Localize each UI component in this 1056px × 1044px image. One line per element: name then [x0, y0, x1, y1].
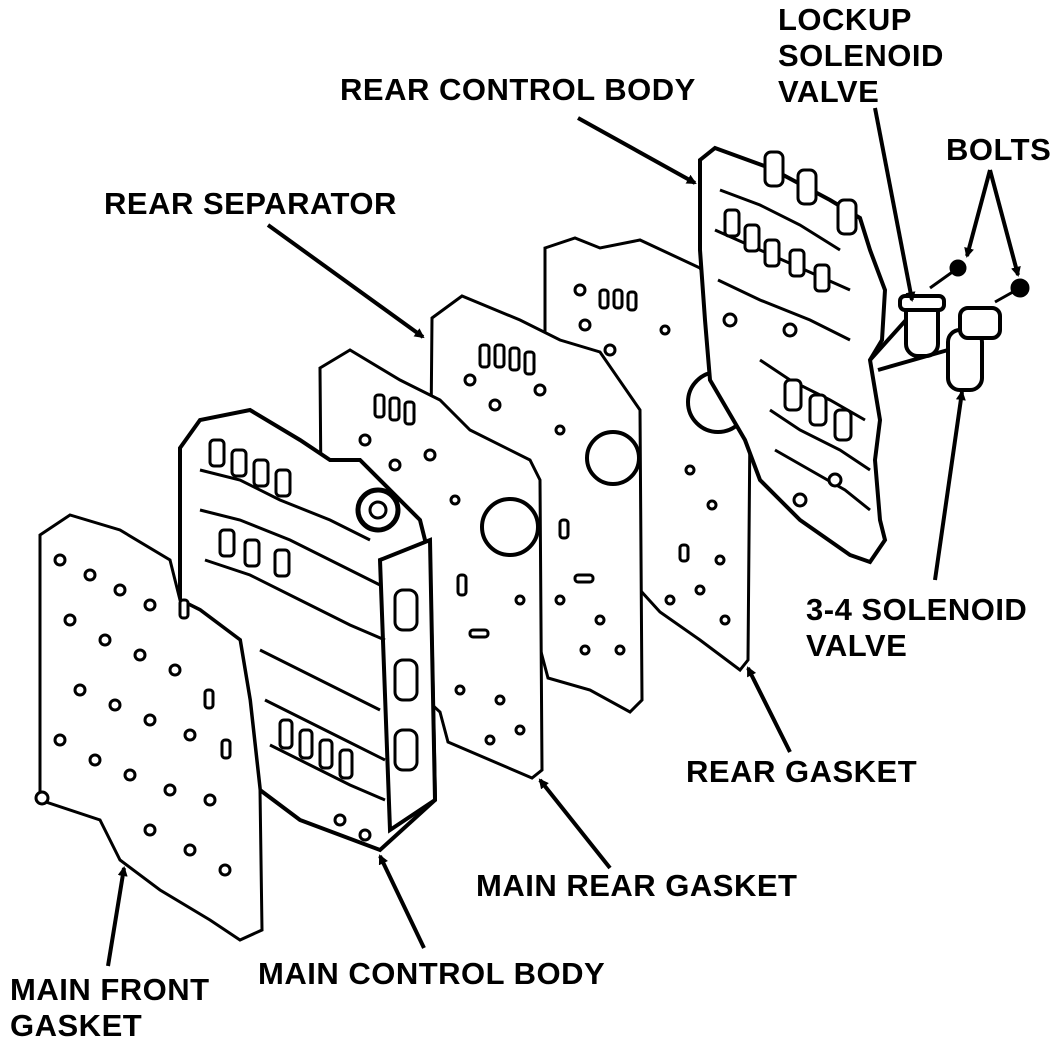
solenoid-3-4-valve: [877, 306, 1002, 392]
label-rear-control-body: REAR CONTROL BODY: [340, 72, 696, 107]
label-line: SOLENOID: [778, 38, 944, 73]
rear-control-body: [698, 145, 888, 565]
label-line: GASKET: [10, 1008, 143, 1043]
leader-arrows: [106, 107, 1021, 967]
label-rear-gasket: REAR GASKET: [686, 754, 918, 789]
label-3-4-solenoid-valve: 3-4 SOLENOID VALVE: [806, 592, 1027, 664]
label-line: 3-4 SOLENOID: [806, 592, 1028, 627]
label-bolts: BOLTS: [946, 132, 1052, 167]
bolt-icon: [929, 259, 1030, 304]
label-lockup-solenoid-valve: LOCKUP SOLENOID VALVE: [778, 2, 944, 110]
label-line: VALVE: [806, 628, 908, 663]
main-front-gasket-plate: [34, 513, 264, 942]
label-main-front-gasket: MAIN FRONT GASKET: [10, 972, 210, 1044]
label-main-rear-gasket: MAIN REAR GASKET: [476, 868, 798, 903]
label-line: MAIN FRONT: [10, 972, 210, 1007]
label-main-control-body: MAIN CONTROL BODY: [258, 956, 606, 991]
label-line: LOCKUP: [778, 2, 912, 37]
label-line: VALVE: [778, 74, 880, 109]
label-rear-separator: REAR SEPARATOR: [104, 186, 397, 221]
